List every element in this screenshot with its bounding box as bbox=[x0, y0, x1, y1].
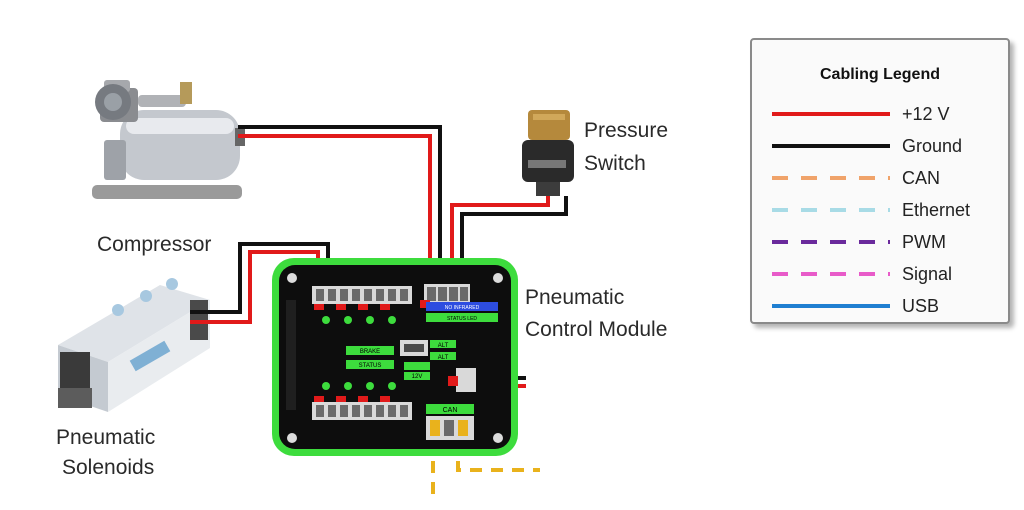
pressure-switch-image bbox=[522, 110, 574, 196]
legend-item-label: PWM bbox=[902, 232, 946, 253]
legend-swatch bbox=[770, 166, 892, 190]
legend-item: USB bbox=[770, 294, 1000, 318]
board-can-label: CAN bbox=[443, 407, 458, 414]
legend-item-label: CAN bbox=[902, 168, 940, 189]
legend-item-label: Ground bbox=[902, 136, 962, 157]
solenoid-valve-image bbox=[58, 278, 210, 412]
legend-item: +12 V bbox=[770, 102, 1000, 126]
cabling-legend: Cabling Legend +12 V GroundCAN EthernetPWM… bbox=[750, 38, 1010, 324]
pcm-label-line1: Pneumatic bbox=[525, 284, 624, 311]
board-badge-green: STATUS LED bbox=[447, 316, 477, 322]
legend-item: Ground bbox=[770, 134, 1000, 158]
board-tag-right-2: ALT bbox=[438, 355, 449, 361]
compressor-label: Compressor bbox=[97, 231, 211, 258]
board-tag-left-2: STATUS bbox=[359, 363, 382, 369]
pcm-label-line2: Control Module bbox=[525, 316, 667, 343]
legend-swatch bbox=[770, 262, 892, 286]
pneumatic-control-module-board bbox=[272, 258, 518, 456]
board-badge-blue: NO INFRARED bbox=[445, 305, 480, 311]
legend-item-label: Ethernet bbox=[902, 200, 970, 221]
legend-item: PWM bbox=[770, 230, 1000, 254]
pressure-switch-label-line1: Pressure bbox=[584, 117, 668, 144]
legend-swatch bbox=[770, 294, 892, 318]
legend-item: Signal bbox=[770, 262, 1000, 286]
legend-item-label: +12 V bbox=[902, 104, 950, 125]
compressor-image bbox=[92, 80, 245, 199]
pressure-switch-label-line2: Switch bbox=[584, 150, 646, 177]
legend-item: Ethernet bbox=[770, 198, 1000, 222]
legend-item-label: Signal bbox=[902, 264, 952, 285]
legend-swatch bbox=[770, 134, 892, 158]
solenoids-label-line2: Solenoids bbox=[62, 454, 154, 481]
legend-item-label: USB bbox=[902, 296, 939, 317]
board-tag-right-3: 12V bbox=[412, 374, 423, 380]
solenoids-label-line1: Pneumatic bbox=[56, 424, 155, 451]
board-tag-left-1: BRAKE bbox=[360, 349, 380, 355]
legend-title: Cabling Legend bbox=[752, 66, 1008, 84]
legend-swatch bbox=[770, 102, 892, 126]
board-tag-right-1: ALT bbox=[438, 343, 449, 349]
legend-swatch bbox=[770, 230, 892, 254]
legend-item: CAN bbox=[770, 166, 1000, 190]
legend-swatch bbox=[770, 198, 892, 222]
